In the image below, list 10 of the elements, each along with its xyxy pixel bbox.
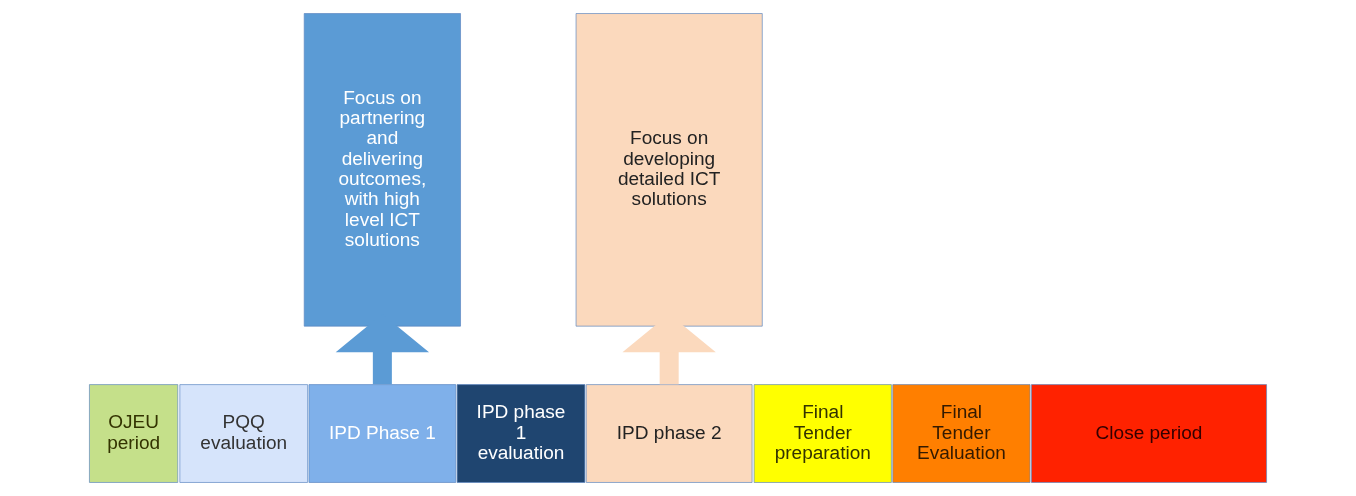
node-box: IPD phase 2 [585, 384, 753, 483]
node-box: Close period [1031, 384, 1267, 483]
node-box: Focus on partnering and delivering outcomes, with high level ICT solutions [303, 13, 461, 327]
node-box: IPD Phase 1 [308, 384, 457, 483]
node-box: OJEU period [89, 384, 179, 483]
node-box: Focus on developing detailed ICT solutions [575, 13, 763, 327]
node-box: Final Tender preparation [753, 384, 892, 483]
node-box: PQQ evaluation [179, 384, 308, 483]
node-box: Final Tender Evaluation [892, 384, 1031, 483]
node-box: IPD phase 1 evaluation [456, 384, 586, 483]
